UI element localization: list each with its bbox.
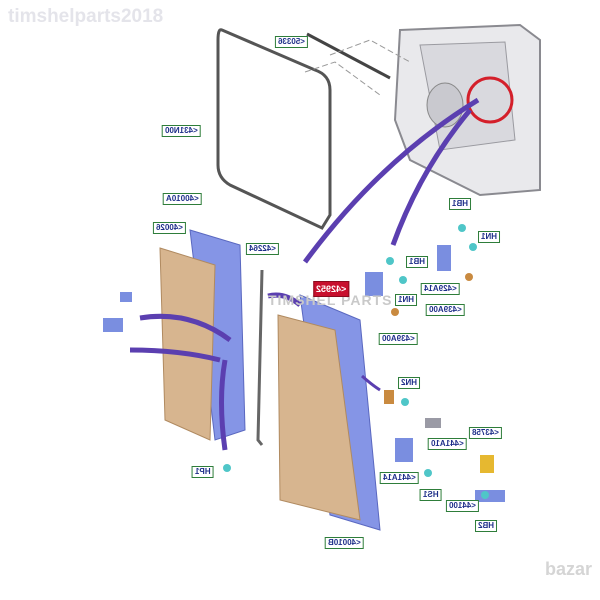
site-logo: bazar xyxy=(544,559,592,579)
callout-nut-upper-left: HN1 xyxy=(395,294,418,306)
callout-door-left-panel: <40026 xyxy=(153,222,186,234)
callout-bushing-left: <439A00 xyxy=(379,333,418,345)
callout-hinge-upper: <429A14 xyxy=(421,283,460,295)
direction-arrows xyxy=(129,97,480,451)
callout-weatherstrip: <42264 xyxy=(246,243,279,255)
right-door xyxy=(277,294,381,531)
callout-nut-lower: HN2 xyxy=(398,377,421,389)
callout-highlighted-part: <42952 xyxy=(313,281,350,297)
callout-bolt-lower: HB2 xyxy=(475,520,498,532)
callout-check-arm: <441A14 xyxy=(380,472,419,484)
callout-plug: HP1 xyxy=(192,466,214,478)
window-seal xyxy=(216,28,332,230)
watermark: timshelparts2018 xyxy=(8,6,164,27)
glass-seal-strip xyxy=(306,32,391,80)
callout-bolt-upper-right: HB1 xyxy=(449,198,472,210)
left-door xyxy=(159,229,246,441)
callout-check-cover: <441A10 xyxy=(428,438,467,450)
callout-bolt-upper-left: HB1 xyxy=(406,256,429,268)
callout-door-left-assembly: <40010A xyxy=(163,193,202,205)
small-parts xyxy=(103,224,505,502)
callout-bracket-yellow: <43758 xyxy=(469,427,502,439)
center-watermark: TIMSHEL PARTS xyxy=(268,292,393,308)
callout-nut-upper-right: HN1 xyxy=(478,231,501,243)
callout-door-right-assembly: <40010B xyxy=(325,537,364,549)
highlight-circle xyxy=(466,76,514,124)
callout-check-strap: <44100 xyxy=(446,500,479,512)
callout-glass-seal-strip: <50336 xyxy=(275,36,308,48)
callout-bushing-right: <439A00 xyxy=(426,304,465,316)
weatherstrip xyxy=(256,269,264,446)
callout-screw-lower: HS1 xyxy=(420,489,442,501)
callout-window-seal: <431N00 xyxy=(162,125,201,137)
